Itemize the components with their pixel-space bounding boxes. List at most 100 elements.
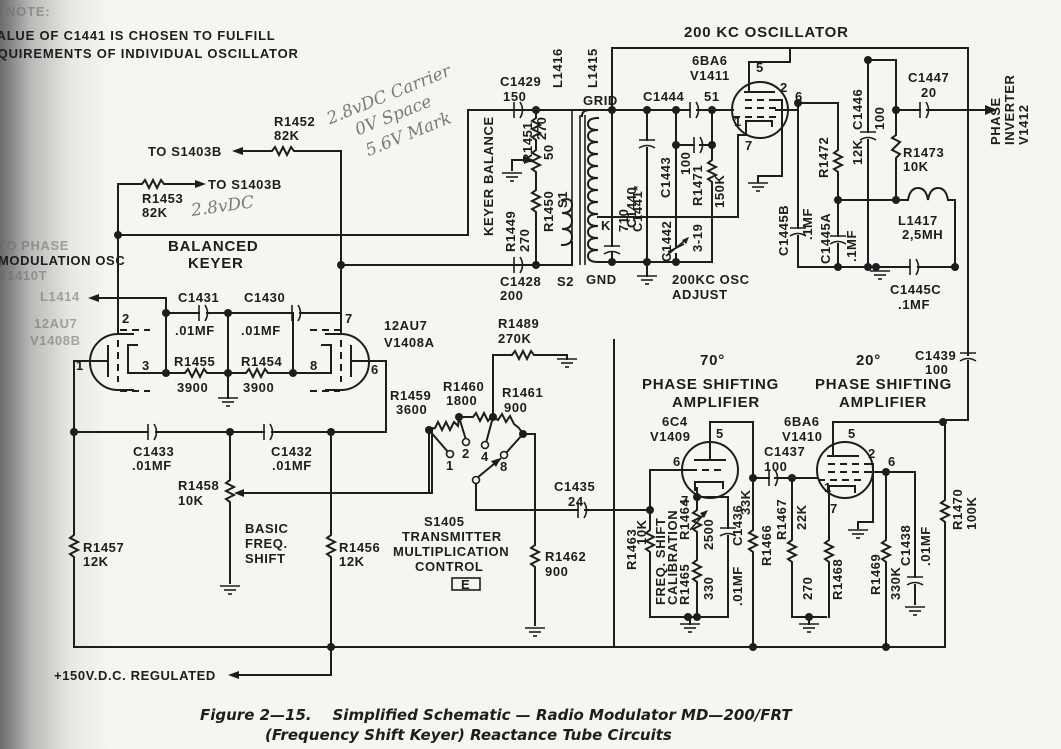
- basic-freq-label-3: SHIFT: [245, 551, 286, 566]
- c1430-ref: C1430: [244, 290, 285, 305]
- c1446-ref: C1446: [850, 89, 865, 130]
- c1441-ref: C1441*: [630, 185, 645, 232]
- v1408b-type: 12AU7: [34, 316, 77, 331]
- r1461-value: 900: [504, 400, 528, 415]
- r1454-value: 3900: [243, 380, 274, 395]
- c1440-value: 710: [616, 209, 631, 233]
- r1460-ref: R1460: [443, 379, 484, 394]
- to-s1403b-label-2[interactable]: TO S1403B: [208, 177, 282, 192]
- basic-freq-label-1: BASIC: [245, 521, 288, 536]
- r1459-value: 3600: [396, 402, 427, 417]
- balanced-keyer-title-2: KEYER: [188, 255, 244, 272]
- freq-cal-label-1: FREQ. SHIFT: [653, 518, 668, 606]
- pin-v1411-5: 5: [756, 60, 764, 75]
- handwritten-r1453-note: 2.8vDC: [189, 192, 255, 221]
- arrow-to-s1403b-1: [232, 147, 243, 155]
- pin-v1408b-3: 3: [142, 358, 150, 373]
- v1411-ref: V1411: [690, 68, 730, 83]
- r1457-value: 12K: [83, 554, 109, 569]
- r1469-ref: R1469: [868, 554, 883, 595]
- switch-pos-4: 4: [481, 449, 489, 464]
- c1445a-value: .1MF: [844, 230, 859, 262]
- basic-freq-label-2: FREQ.: [245, 536, 288, 551]
- l1415-ref: L1415: [585, 48, 600, 88]
- c1445c-ref: C1445C: [890, 282, 941, 297]
- c1428-value: 200: [500, 288, 524, 303]
- r1463-ref: R1463: [624, 529, 639, 570]
- r1467-value: 22K: [794, 504, 809, 530]
- r1449-value: 270: [517, 229, 532, 253]
- pin-v1410-7: 7: [830, 501, 838, 516]
- r1465-ref: R1465: [677, 564, 692, 605]
- pin-v1409-5: 5: [716, 426, 724, 441]
- r1456-value: 12K: [339, 554, 365, 569]
- v1409-type: 6C4: [662, 414, 688, 429]
- r1470-ref: R1470: [950, 489, 965, 530]
- s1405-label-2: TRANSMITTER: [402, 529, 502, 544]
- note-line-2: REQUIREMENTS OF INDIVIDUAL OSCILLATOR: [0, 46, 299, 61]
- phase-20-angle: 20°: [856, 352, 881, 369]
- v1408a-ref: V1408A: [384, 335, 435, 350]
- switch-contact-1[interactable]: [445, 449, 455, 459]
- k-label: K: [601, 218, 611, 233]
- s1405-panel-marker: [451, 577, 481, 591]
- balanced-keyer-title-1: BALANCED: [168, 238, 259, 255]
- r1467-ref: R1467: [774, 499, 789, 540]
- c1443-ref: C1443: [658, 157, 673, 198]
- pin-v1409-7: 7: [681, 493, 689, 508]
- l1417-ref: L1417: [898, 213, 938, 228]
- r1450-ref: R1450: [541, 191, 556, 232]
- phase-70-angle: 70°: [700, 352, 725, 369]
- r1471-value: 150K: [712, 175, 727, 208]
- c1433-value: .01MF: [132, 458, 172, 473]
- pin-v1408b-2: 2: [122, 311, 130, 326]
- l1414-label[interactable]: L1414: [40, 289, 80, 304]
- c1443-value: 100: [678, 152, 693, 176]
- gnd-label: GND: [586, 272, 617, 287]
- c1445c-value: .1MF: [898, 297, 930, 312]
- switch-contact-2[interactable]: [461, 437, 471, 447]
- c1445a-ref: C1445A: [818, 213, 833, 264]
- c1436-ref: C1436: [730, 505, 745, 546]
- phase-inverter-label-3[interactable]: V1412: [1016, 104, 1031, 145]
- switch-contact-8[interactable]: [499, 450, 509, 460]
- note-title: NOTE:: [6, 4, 50, 19]
- c1428-ref: C1428: [500, 274, 541, 289]
- r1452-value: 82K: [274, 128, 300, 143]
- c1438-ref: C1438: [898, 525, 913, 566]
- r1466-value: 33K: [738, 489, 753, 515]
- r1489-ref: R1489: [498, 316, 539, 331]
- phase-inverter-label-2[interactable]: INVERTER: [1002, 74, 1017, 145]
- r1468-ref: R1468: [830, 559, 845, 600]
- pin-v1410-2: 2: [868, 446, 876, 461]
- l1415-coil: [586, 116, 600, 264]
- c1429-value: 150: [503, 89, 527, 104]
- r1451-ref: R1451: [520, 122, 535, 163]
- switch-pos-2: 2: [462, 446, 470, 461]
- c1437-value: 100: [764, 459, 788, 474]
- phase-inverter-label-1[interactable]: PHASE: [988, 97, 1003, 145]
- r1463-value: 10K: [634, 519, 649, 545]
- v1409-ref: V1409: [650, 429, 691, 444]
- arrow-to-s1403b-2: [195, 180, 206, 188]
- c1447-value: 20: [921, 85, 937, 100]
- pin-v1411-7: 7: [745, 138, 753, 153]
- r1457-ref: R1457: [83, 540, 124, 555]
- r1452-ref: R1452: [274, 114, 315, 129]
- phase-20-title-1: PHASE SHIFTING: [815, 376, 952, 393]
- c1437-ref: C1437: [764, 444, 805, 459]
- r1460-value: 1800: [446, 393, 477, 408]
- r1464-value: 2500: [701, 519, 716, 550]
- r1458-potentiometer[interactable]: [223, 431, 237, 584]
- l1417-value: 2,5MH: [902, 227, 943, 242]
- to-s1403b-label-1[interactable]: TO S1403B: [148, 144, 222, 159]
- r1454-ref: R1454: [241, 354, 282, 369]
- figure-caption-line-1: Figure 2—15. Simplified Schematic — Radi…: [200, 706, 793, 724]
- c1433-ref: C1433: [133, 444, 174, 459]
- switch-contact-4[interactable]: [480, 440, 490, 450]
- r1455-ref: R1455: [174, 354, 215, 369]
- c1445b-ref: C1445B: [776, 205, 791, 256]
- s2-label: S2: [557, 274, 574, 289]
